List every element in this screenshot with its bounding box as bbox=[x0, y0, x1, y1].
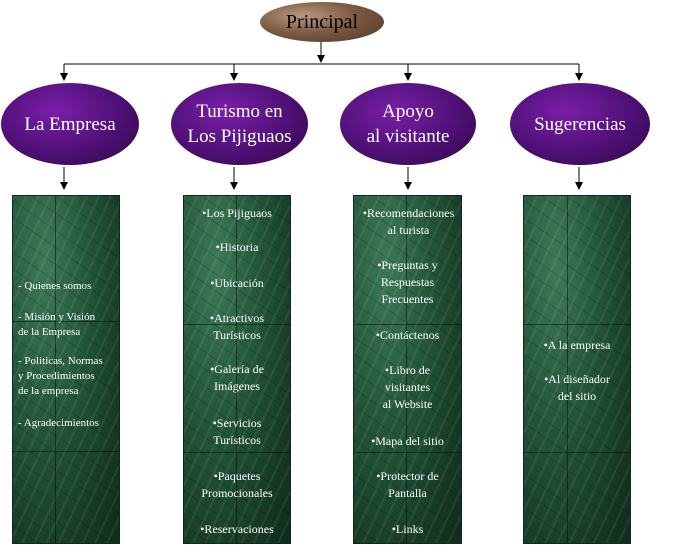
menu-item-quienes-somos[interactable]: - Quienes somos bbox=[18, 280, 92, 292]
menu-item-libro-visitantes[interactable]: •Libro de visitantes al Website bbox=[382, 363, 433, 411]
category-apoyo[interactable]: Apoyo al visitante bbox=[340, 83, 476, 165]
menu-item-los-pijiguaos[interactable]: •Los Pijiguaos bbox=[202, 206, 272, 220]
menu-item-historia[interactable]: •Historia bbox=[215, 240, 259, 254]
menu-item-preguntas[interactable]: •Preguntas y Respuestas Frecuentes bbox=[377, 258, 438, 306]
menu-item-links[interactable]: •Links bbox=[391, 522, 424, 536]
menu-item-atractivos[interactable]: •Atractivos Turísticos bbox=[209, 311, 265, 342]
menu-item-contactenos[interactable]: •Contáctenos bbox=[375, 328, 440, 342]
panel-la-empresa: - Quienes somos - Misión y Visión de la … bbox=[12, 195, 120, 544]
category-turismo[interactable]: Turismo en Los Pijiguaos bbox=[171, 83, 308, 165]
category-label: La Empresa bbox=[24, 113, 116, 135]
panel-turismo: •Los Pijiguaos •Historia •Ubicación •Atr… bbox=[183, 195, 291, 544]
category-label: Sugerencias bbox=[534, 113, 626, 135]
menu-item-agradecimientos[interactable]: - Agradecimientos bbox=[18, 417, 99, 429]
category-label: Apoyo al visitante bbox=[366, 101, 450, 147]
menu-item-a-la-empresa[interactable]: •A la empresa bbox=[543, 338, 611, 352]
menu-item-paquetes[interactable]: •Paquetes Promocionales bbox=[201, 469, 273, 500]
category-sugerencias[interactable]: Sugerencias bbox=[510, 83, 650, 165]
menu-item-protector[interactable]: •Protector de Pantalla bbox=[376, 469, 439, 500]
menu-item-galeria[interactable]: •Galería de Imágenes bbox=[210, 362, 264, 393]
menu-item-reservaciones[interactable]: •Reservaciones bbox=[200, 522, 274, 536]
panel-apoyo: •Recomendaciones al turista •Preguntas y… bbox=[353, 195, 462, 544]
menu-item-recomendaciones[interactable]: •Recomendaciones al turista bbox=[362, 206, 455, 237]
panel-sugerencias: •A la empresa •Al diseñador del sitio bbox=[523, 195, 631, 544]
menu-item-ubicacion[interactable]: •Ubicación bbox=[210, 276, 264, 290]
menu-item-politicas[interactable]: - Politicas, Normas y Procedimientos de … bbox=[18, 355, 103, 397]
menu-item-servicios[interactable]: •Servicios Turísticos bbox=[212, 416, 262, 447]
principal-node[interactable]: Principal bbox=[260, 2, 384, 42]
category-la-empresa[interactable]: La Empresa bbox=[1, 83, 139, 165]
menu-item-mapa[interactable]: •Mapa del sitio bbox=[371, 434, 444, 448]
menu-item-al-disenador[interactable]: •Al diseñador del sitio bbox=[544, 372, 610, 403]
category-label: Turismo en Los Pijiguaos bbox=[187, 101, 292, 147]
principal-label: Principal bbox=[285, 10, 359, 33]
menu-item-mision-vision[interactable]: - Misión y Visión de la Empresa bbox=[18, 311, 96, 338]
